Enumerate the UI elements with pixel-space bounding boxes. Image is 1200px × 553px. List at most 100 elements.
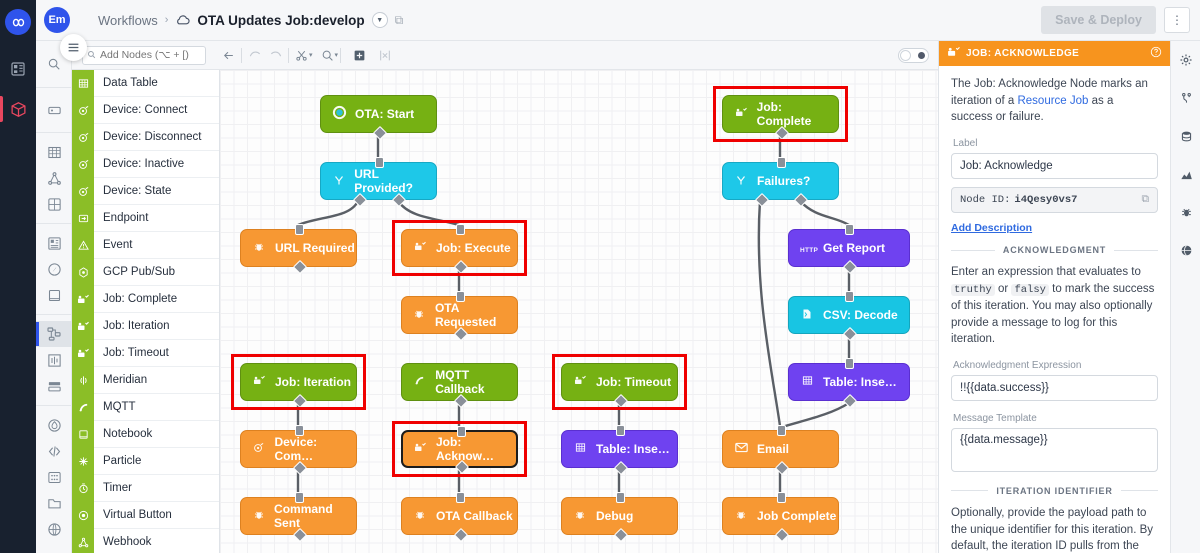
tree-icon[interactable] — [36, 165, 72, 191]
cut-menu-button[interactable] — [291, 45, 312, 66]
palette-item[interactable]: Timer — [72, 474, 219, 502]
palette-item[interactable]: GCP Pub/Sub — [72, 258, 219, 286]
node-input-port[interactable] — [615, 425, 625, 436]
sidebar-item-workflows[interactable] — [36, 321, 72, 347]
node-input-port[interactable] — [455, 224, 465, 235]
files-icon[interactable] — [36, 490, 72, 516]
chevron-down-icon[interactable]: ▾ — [334, 52, 339, 59]
palette-item[interactable]: Device: Disconnect — [72, 123, 219, 151]
palette-item[interactable]: Job: Timeout — [72, 339, 219, 367]
workflow-node-mqtt-callback[interactable]: MQTT Callback — [401, 363, 518, 409]
device-icon[interactable] — [36, 97, 72, 123]
workflow-node-table-insert-r[interactable]: Table: Inse… — [788, 358, 910, 409]
palette-item[interactable]: Notebook — [72, 420, 219, 448]
resource-job-link[interactable]: Resource Job — [1017, 94, 1089, 107]
workflow-node-ota-start[interactable]: OTA: Start — [320, 95, 437, 141]
back-button[interactable] — [218, 45, 239, 66]
rail-item-dashboards[interactable] — [0, 52, 36, 86]
ack-expression-input[interactable] — [951, 374, 1158, 401]
dashboard-icon[interactable] — [36, 230, 72, 256]
branch-icon[interactable] — [1171, 79, 1200, 117]
workflow-node-debug[interactable]: Debug — [561, 492, 678, 543]
debug-toggle[interactable] — [898, 47, 929, 63]
search-icon[interactable] — [36, 51, 72, 77]
grid-icon[interactable] — [36, 191, 72, 217]
workflow-node-job-acknowledge[interactable]: Job: Acknow… — [401, 426, 518, 475]
add-nodes-search[interactable] — [82, 45, 206, 65]
palette-item[interactable]: Virtual Button — [72, 501, 219, 529]
palette-item[interactable]: Data Table — [72, 70, 219, 97]
workflow-node-job-complete-d[interactable]: Job Complete — [722, 492, 839, 543]
workflow-node-table-insert-l[interactable]: Table: Inse… — [561, 425, 678, 476]
node-input-port[interactable] — [615, 492, 625, 503]
workflow-node-ota-callback[interactable]: OTA Callback — [401, 492, 518, 543]
code-icon[interactable] — [36, 438, 72, 464]
add-description-link[interactable]: Add Description — [951, 222, 1033, 235]
undo-button[interactable] — [244, 45, 265, 66]
palette-item[interactable]: Job: Complete — [72, 285, 219, 313]
node-input-port[interactable] — [455, 492, 465, 503]
workflow-node-email[interactable]: Email — [722, 425, 839, 476]
palette-item[interactable]: Device: Connect — [72, 96, 219, 124]
chevron-down-icon[interactable]: ▾ — [309, 52, 313, 59]
node-input-port[interactable] — [776, 157, 786, 168]
workflow-node-url-required[interactable]: URL Required — [240, 224, 357, 275]
integration-icon[interactable] — [36, 412, 72, 438]
palette-item[interactable]: Webhook — [72, 528, 219, 553]
globe-icon[interactable] — [1171, 231, 1200, 269]
debug-icon[interactable] — [1171, 193, 1200, 231]
node-input-port[interactable] — [845, 224, 854, 235]
palette-item[interactable]: Meridian — [72, 366, 219, 394]
copy-icon[interactable]: ⧉ — [1141, 194, 1150, 207]
experience-icon[interactable] — [36, 347, 72, 373]
copy-icon[interactable]: ⧉ — [394, 12, 404, 27]
node-input-port[interactable] — [776, 492, 786, 503]
search-input[interactable] — [100, 49, 201, 61]
panel-collapse-button[interactable] — [60, 34, 87, 61]
gauge-icon[interactable] — [36, 256, 72, 282]
breadcrumb-root[interactable]: Workflows — [98, 12, 158, 28]
database-icon[interactable] — [1171, 117, 1200, 155]
fit-to-screen-button[interactable] — [349, 45, 370, 66]
apps-icon[interactable] — [36, 464, 72, 490]
workflow-node-command-sent[interactable]: Command Sent — [240, 492, 357, 543]
palette-item[interactable]: Event — [72, 231, 219, 259]
label-input[interactable] — [951, 153, 1158, 180]
palette-item[interactable]: MQTT — [72, 393, 219, 421]
redo-button[interactable] — [265, 45, 286, 66]
notebook-icon[interactable] — [36, 282, 72, 308]
workflow-node-job-execute[interactable]: Job: Execute — [401, 224, 518, 275]
node-id-field[interactable]: Node ID: i4Qesy0vs7 ⧉ — [951, 187, 1158, 214]
avatar[interactable]: Em — [44, 7, 70, 33]
app-logo-icon[interactable] — [5, 9, 31, 35]
rail-item-applications[interactable] — [0, 92, 36, 126]
node-input-port[interactable] — [374, 157, 384, 168]
zoom-menu-button[interactable] — [317, 45, 338, 66]
palette-item[interactable]: Job: Iteration — [72, 312, 219, 340]
server-icon[interactable] — [36, 373, 72, 399]
auto-layout-button[interactable] — [374, 45, 395, 66]
gear-icon[interactable] — [1171, 41, 1200, 79]
workflow-node-csv-decode[interactable]: CSV: Decode — [788, 291, 910, 342]
node-input-port[interactable] — [845, 358, 854, 369]
node-input-port[interactable] — [845, 291, 854, 302]
workflow-node-url-provided[interactable]: URL Provided? — [320, 157, 437, 208]
palette-item[interactable]: Endpoint — [72, 204, 219, 232]
table-icon[interactable] — [36, 139, 72, 165]
node-input-port[interactable] — [294, 224, 304, 235]
globe-icon[interactable] — [36, 516, 72, 542]
save-and-deploy-button[interactable]: Save & Deploy — [1041, 6, 1156, 34]
node-input-port[interactable] — [776, 425, 786, 436]
workflow-node-job-iteration[interactable]: Job: Iteration — [240, 363, 357, 409]
node-input-port[interactable] — [456, 426, 466, 437]
node-input-port[interactable] — [294, 492, 304, 503]
workflow-node-failures[interactable]: Failures? — [722, 157, 839, 208]
workflow-node-job-complete-n[interactable]: Job: Complete — [722, 95, 839, 141]
chart-icon[interactable] — [1171, 155, 1200, 193]
palette-item[interactable]: Particle — [72, 447, 219, 475]
palette-item[interactable]: Device: State — [72, 177, 219, 205]
node-input-port[interactable] — [455, 291, 465, 302]
